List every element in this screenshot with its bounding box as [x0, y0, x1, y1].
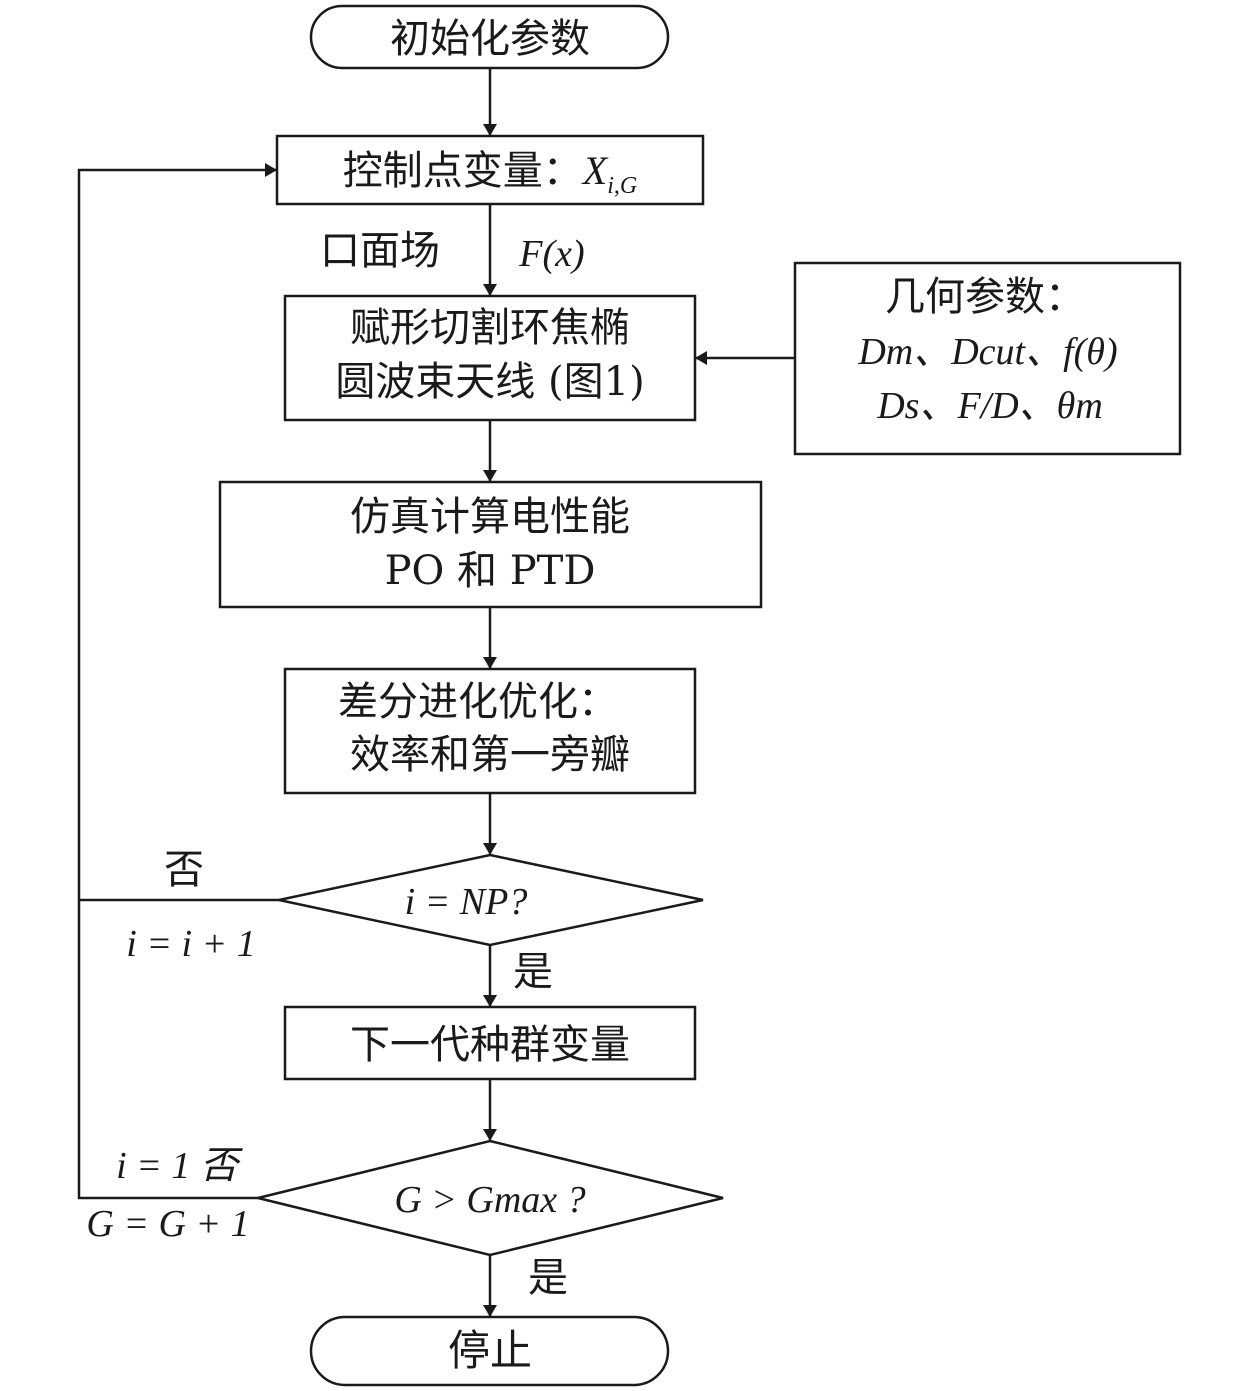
stop-node [309, 1315, 670, 1387]
stop-label: 停止 [448, 1326, 532, 1375]
antenna-label-line1: 赋形切割环焦椭 [350, 305, 630, 351]
start-label: 初始化参数 [390, 16, 590, 62]
de-label-line2: 效率和第一旁瓣 [350, 732, 630, 778]
simulation-label-line1: 仿真计算电性能 [350, 494, 630, 540]
geometry-title: 几何参数： [885, 274, 1085, 320]
geometry-params-line2: Ds、F/D、θm [876, 385, 1103, 427]
geometry-params-line1: Dm、Dcut、f(θ) [857, 331, 1117, 373]
decision2-label: G > Gmax ? [394, 1179, 585, 1221]
increment-g-label: G = G + 1 [86, 1203, 249, 1245]
reset-i-no-label: i = 1 否 [116, 1145, 243, 1187]
aperture-field-label: 口面场 [320, 228, 440, 274]
increment-i-label: i = i + 1 [126, 923, 255, 965]
loop-back-line [77, 898, 279, 1200]
yes-label-2: 是 [528, 1255, 568, 1301]
fx-label: F(x) [518, 233, 584, 275]
no-label-1: 否 [164, 847, 204, 893]
antenna-label-line2: 圆波束天线 (图1) [335, 359, 644, 405]
decision1-label: i = NP? [405, 881, 528, 923]
yes-label-1: 是 [513, 949, 553, 995]
loop-back-arrow [77, 163, 277, 900]
next-generation-label: 下一代种群变量 [350, 1022, 630, 1068]
control-label: 控制点变量：Xi,G [343, 148, 637, 199]
simulation-label-line2: PO 和 PTD [385, 548, 596, 594]
de-label-line1: 差分进化优化： [338, 679, 618, 725]
